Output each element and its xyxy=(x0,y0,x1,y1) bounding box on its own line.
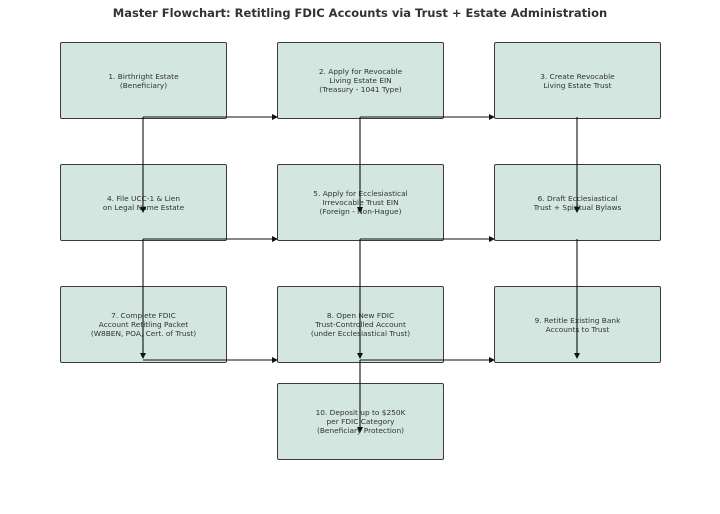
node-retitle-bank-accounts: 9. Retitle Existing Bank Accounts to Tru… xyxy=(494,286,661,363)
node-revocable-estate-ein: 2. Apply for Revocable Living Estate EIN… xyxy=(277,42,444,119)
node-fdic-retitling-packet: 7. Complete FDIC Account Retitling Packe… xyxy=(60,286,227,363)
node-open-fdic-account: 8. Open New FDIC Trust-Controlled Accoun… xyxy=(277,286,444,363)
node-revocable-living-trust: 3. Create Revocable Living Estate Trust xyxy=(494,42,661,119)
diagram-title: Master Flowchart: Retitling FDIC Account… xyxy=(112,6,608,20)
node-deposit-fdic: 10. Deposit up to $250K per FDIC Categor… xyxy=(277,383,444,460)
node-birthright-estate: 1. Birthright Estate (Beneficiary) xyxy=(60,42,227,119)
node-ucc-lien: 4. File UCC-1 & Lien on Legal Name Estat… xyxy=(60,164,227,241)
node-ecclesiastical-trust: 6. Draft Ecclesiastical Trust + Spiritua… xyxy=(494,164,661,241)
node-ecclesiastical-ein: 5. Apply for Ecclesiastical Irrevocable … xyxy=(277,164,444,241)
